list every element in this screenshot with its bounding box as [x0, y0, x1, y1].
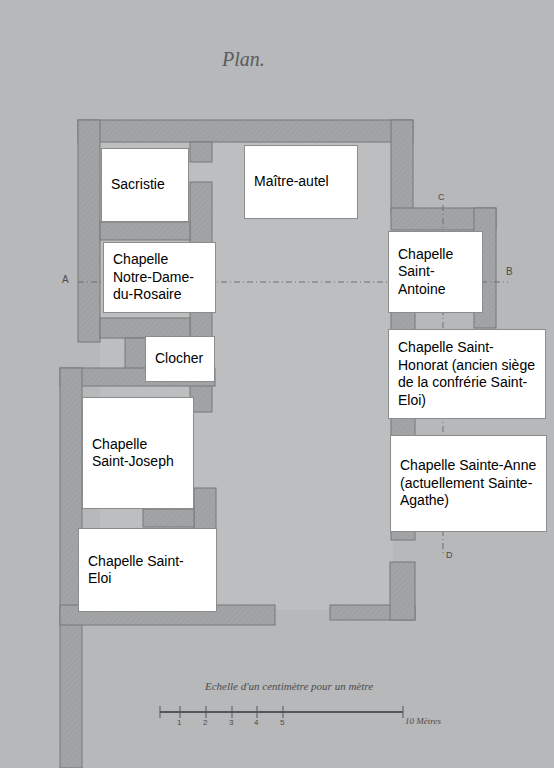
chapel-label-box: Clocher [145, 336, 215, 382]
scale-number: 1 [177, 718, 181, 727]
scale-bar [160, 706, 403, 718]
room-name: Chapelle Saint-Antoine [398, 246, 473, 299]
section-letter: A [62, 274, 69, 285]
room-name: Maître-autel [254, 173, 329, 191]
room-name: Chapelle Sainte-Anne (actuellement Saint… [400, 457, 537, 510]
chapel-label-box: Sacristie [101, 148, 189, 222]
room-name: Clocher [155, 350, 203, 368]
scale-number: 5 [280, 718, 284, 727]
scale-number: 10 Mètres [405, 716, 441, 726]
room-name: Chapelle Saint-Honorat (ancien siège de … [398, 339, 536, 409]
room-name: Chapelle Saint-Eloi [88, 553, 207, 588]
section-letter: B [506, 266, 513, 277]
chapel-label-box: Chapelle Saint-Joseph [82, 397, 194, 509]
room-name: Sacristie [111, 176, 165, 194]
chapel-label-box: Chapelle Saint-Eloi [78, 528, 217, 612]
scale-number: 4 [254, 718, 258, 727]
chapel-label-box: Chapelle Notre-Dame-du-Rosaire [103, 242, 216, 313]
chapel-label-box: Chapelle Sainte-Anne (actuellement Saint… [390, 435, 547, 532]
room-name: Chapelle Notre-Dame-du-Rosaire [113, 251, 206, 304]
section-letter: D [446, 550, 453, 560]
chapel-label-box: Chapelle Saint-Antoine [388, 231, 483, 313]
plan-title: Plan. [222, 48, 265, 71]
room-name: Chapelle Saint-Joseph [92, 436, 184, 471]
section-letter: C [438, 192, 445, 202]
scale-number: 2 [203, 718, 207, 727]
scale-number: 3 [229, 718, 233, 727]
chapel-label-box: Chapelle Saint-Honorat (ancien siège de … [388, 329, 546, 419]
chapel-label-box: Maître-autel [244, 145, 358, 219]
scale-caption: Echelle d'un centimètre pour un mètre [205, 680, 373, 692]
